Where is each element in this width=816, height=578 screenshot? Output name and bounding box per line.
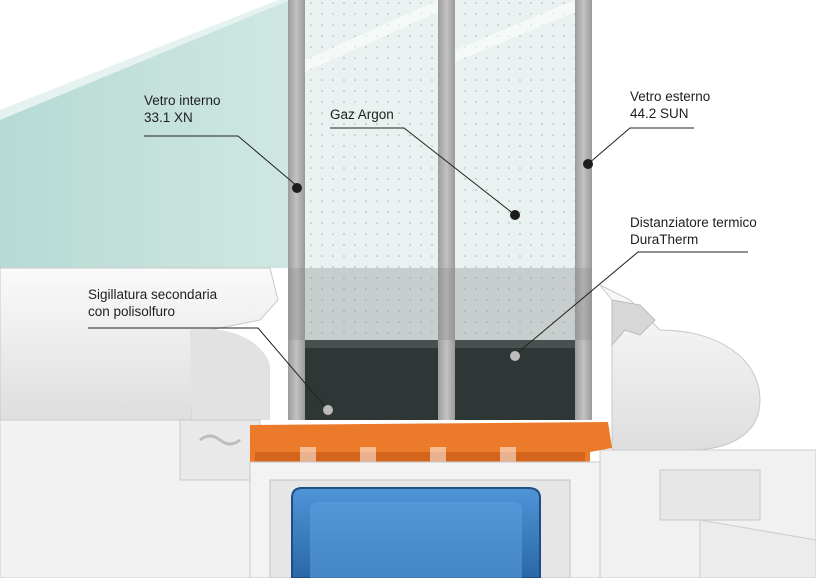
label-sigillatura: Sigillatura secondaria con polisolfuro <box>88 286 217 320</box>
label-vetro-esterno: Vetro esterno 44.2 SUN <box>630 88 710 122</box>
leader-vetro-interno <box>144 135 298 187</box>
inner-glass-surface <box>0 0 290 268</box>
leader-vetro-esterno <box>587 127 694 165</box>
label-line: 44.2 SUN <box>630 106 689 121</box>
leader-lines <box>88 127 748 411</box>
orange-seal <box>250 422 612 465</box>
sash-body <box>249 461 601 578</box>
label-line: con polisolfuro <box>88 304 176 319</box>
glass-top-edge <box>0 0 290 120</box>
label-line: Vetro interno <box>144 93 221 108</box>
label-gaz-argon: Gaz Argon <box>330 106 394 123</box>
label-vetro-interno: Vetro interno 33.1 XN <box>144 92 221 126</box>
leader-distanziatore <box>514 251 748 356</box>
dot-vetro-esterno <box>583 159 593 169</box>
dot-gaz-argon <box>510 210 520 220</box>
leader-gaz-argon <box>330 127 516 216</box>
dot-vetro-interno <box>292 183 302 193</box>
label-line: 33.1 XN <box>144 110 193 125</box>
leader-dots <box>292 159 593 415</box>
label-distanziatore: Distanziatore termico DuraTherm <box>630 214 757 248</box>
dot-sigillatura <box>323 405 333 415</box>
label-line: Gaz Argon <box>330 107 394 122</box>
glass-panes <box>288 0 592 420</box>
pvc-frame-left <box>0 267 279 578</box>
spacer-assembly <box>288 268 592 420</box>
label-line: DuraTherm <box>630 232 699 247</box>
leader-sigillatura <box>88 327 329 411</box>
label-line: Vetro esterno <box>630 89 711 104</box>
pvc-frame-right <box>599 284 816 578</box>
label-line: Sigillatura secondaria <box>88 287 218 302</box>
dot-distanziatore <box>510 351 520 361</box>
argon-chambers <box>305 0 575 340</box>
label-line: Distanziatore termico <box>630 215 757 230</box>
